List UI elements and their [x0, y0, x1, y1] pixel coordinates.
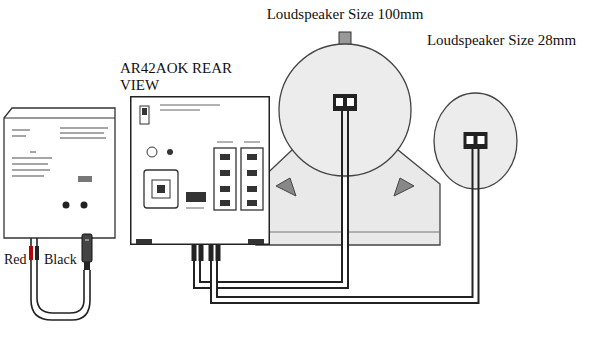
loudspeaker-outline — [433, 92, 518, 190]
amp-panel-details — [136, 105, 264, 244]
side-knob — [276, 178, 296, 196]
source-device — [4, 108, 115, 238]
speaker-outline — [279, 44, 411, 176]
part-label: Loudspeaker Size 100mm — [267, 6, 424, 23]
speaker-terminal — [464, 132, 488, 149]
black-plug — [35, 246, 39, 260]
red-plug — [29, 246, 33, 260]
lead-color-label: Red — [4, 252, 27, 268]
loudspeaker-outline — [278, 42, 412, 178]
speaker-lead — [342, 110, 348, 178]
speaker-outline — [434, 93, 517, 189]
part-label: AR42AOK REAR VIEW — [120, 60, 238, 94]
loudspeaker: Loudspeaker Size 100mm — [278, 42, 412, 178]
speaker-lead — [473, 148, 479, 190]
amp-housing — [131, 97, 270, 245]
side-knob — [394, 178, 414, 196]
speaker-plug — [209, 245, 214, 261]
source-lead — [31, 238, 90, 320]
speaker-terminal — [333, 94, 357, 111]
amplifier-outline — [130, 96, 270, 245]
top-knob — [339, 32, 351, 46]
amplifier: AR42AOK REAR VIEW — [130, 96, 270, 245]
speaker-cable — [214, 190, 476, 300]
loudspeaker: Loudspeaker Size 28mm — [433, 92, 518, 190]
speaker-cable — [197, 178, 345, 285]
xlr-plug — [82, 234, 92, 270]
lead-color-label: Black — [44, 252, 77, 268]
speaker-plug — [199, 245, 204, 261]
speaker-plug — [216, 245, 221, 261]
part-label: Loudspeaker Size 28mm — [427, 32, 576, 49]
speaker-plug — [192, 245, 197, 261]
